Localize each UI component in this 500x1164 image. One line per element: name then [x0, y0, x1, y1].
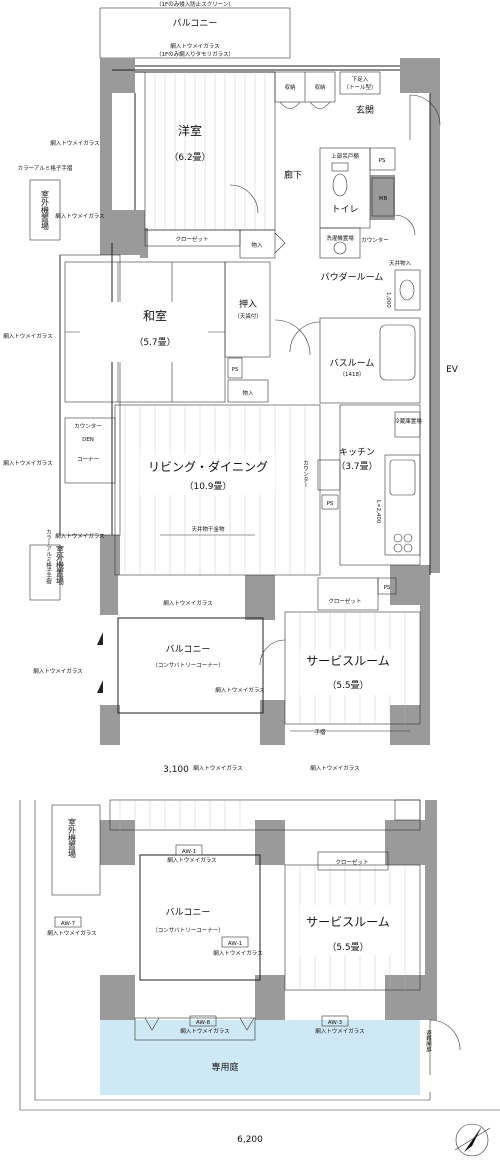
mb-label: MB [379, 196, 388, 202]
kitchen-label: キッチン [339, 447, 375, 458]
den-corner-label: コーナー [77, 456, 99, 463]
counter-1-label: カウンター [361, 236, 389, 244]
lower-balcony-note: （コンサバトリーコーナー） [152, 927, 223, 934]
japanese-room-size: （5.7畳） [134, 337, 175, 348]
private-garden-label: 専用庭 [211, 1061, 238, 1073]
aw8-label: AW-8 [196, 1020, 211, 1026]
kitchen-size: （3.7畳） [336, 461, 377, 472]
lower-service-room-size: （5.5畳） [327, 942, 368, 953]
shoe-closet-label: 下足入 [352, 76, 369, 83]
aw7-label: AW-7 [61, 921, 76, 927]
storage-1-label: 収納 [284, 83, 296, 91]
conservatory-note: （コンサバトリーコーナー） [152, 662, 223, 669]
service-room-label: サービスルーム [306, 654, 390, 668]
storage-4-label: 物入 [242, 389, 254, 397]
entrance-label: 玄関 [356, 104, 374, 116]
glass-aw3-label: 網入トウメイガラス [315, 1027, 364, 1035]
ps-3-label: PS [327, 501, 334, 507]
living-label: リビング・ダイニング [148, 459, 268, 474]
aw1-top-label: AW-1 [182, 849, 196, 855]
outdoor-unit-lower-label: 室外機置場 [68, 817, 77, 859]
service-room [284, 611, 421, 725]
top-balcony-note: （1Fのみ侵入防止スクリーン） [156, 0, 234, 8]
toilet-shelf-label: 上部吊戸棚 [331, 152, 359, 160]
kitchen-counter-label: カウンター [302, 460, 309, 488]
counter-2-label: カウンター [74, 422, 102, 430]
glass-top-note: （1Fのみ網入りタモリガラス） [156, 50, 234, 58]
ceiling-storage-label: 天井物入 [389, 259, 412, 267]
corridor-label: 廊下 [284, 169, 302, 181]
top-balcony-label: バルコニー [173, 18, 218, 29]
lower-service-room-label: サービスルーム [306, 915, 390, 929]
lower-service-room [284, 864, 421, 991]
western-room-size: （6.2畳） [169, 152, 210, 163]
dim-3100-label: 3,100 [163, 765, 189, 775]
glass-1-label: 網入トウメイガラス [167, 856, 216, 864]
glass-cons-top-label: 網入トウメイガラス [163, 599, 212, 607]
western-room [144, 71, 276, 231]
ceiling-hanger-label: 天井物干金物 [191, 525, 225, 533]
ev-label: EV [446, 365, 459, 375]
handrail-label: 手摺 [314, 728, 326, 736]
conservatory-balcony [117, 617, 264, 714]
lower-closet-label: クローゼット [335, 858, 368, 866]
glass-left-5-label: 網入トウメイガラス [55, 532, 104, 540]
laundry-label: 洗濯機置場 [326, 234, 354, 242]
living-size: （10.9畳） [184, 481, 231, 492]
kitchen-length-label: L=2,400 [375, 500, 381, 524]
toilet-room [319, 147, 371, 229]
oshiire-note: （天袋付） [234, 312, 262, 320]
glass-left-6-label: 網入トウメイガラス [33, 667, 82, 675]
closet-1-label: クローゼット [175, 235, 208, 243]
powder-room-label: パウダールーム [321, 271, 384, 283]
walls [100, 58, 440, 745]
kitchen [339, 404, 421, 566]
conservatory-balcony-label: バルコニー [166, 644, 211, 655]
glass-2-label: 網入トウメイガラス [213, 949, 262, 957]
outdoor-unit-2-label: 室外機置場 [56, 544, 65, 586]
closet-2-label: クローゼット [328, 597, 361, 605]
aw3-label: AW-3 [328, 1020, 343, 1026]
north-arrow-icon [454, 1123, 491, 1157]
fridge-label: 冷蔵庫置場 [394, 417, 422, 425]
storage-3-label: 物入 [251, 241, 263, 249]
glass-left-3-label: 網入トウメイガラス [3, 332, 52, 340]
walls-lower [100, 800, 437, 1020]
oshiire-label: 押入 [239, 298, 257, 310]
glass-cons-side-label: 網入トウメイガラス [215, 686, 264, 694]
lower-balcony-label: バルコニー [166, 907, 211, 918]
dim-6200-label: 6,200 [237, 1135, 263, 1145]
glass-bottom-1-label: 網入トウメイガラス [193, 764, 242, 772]
vanity-size-label: 1,000 [385, 292, 391, 308]
toilet-label: トイレ [331, 205, 358, 215]
top-balcony [99, 7, 291, 59]
glass-left-1-label: 網入トウメイガラス [50, 139, 99, 147]
den-label: DEN [82, 437, 94, 443]
bathroom-size: （1418） [340, 371, 365, 378]
outdoor-unit-1-label: 室外機置場 [41, 189, 50, 231]
gate-label: 避難開扉 [425, 1029, 432, 1054]
color-railing-2-label: カラーアルミ格子手摺 [45, 529, 52, 586]
shoe-closet-note: （トール型） [343, 83, 376, 91]
aw1-side-label: AW-1 [228, 941, 242, 947]
glass-left-4-label: 網入トウメイガラス [3, 459, 52, 467]
ps-2-label: PS [232, 367, 239, 373]
color-railing-1-label: カラーアルミ格子手摺 [18, 164, 73, 172]
glass-left-2-label: 網入トウメイガラス [55, 212, 104, 220]
private-garden [100, 1020, 420, 1095]
japanese-room-label: 和室 [143, 308, 167, 323]
glass-bottom-2-label: 網入トウメイガラス [310, 764, 359, 772]
bathroom-label: バスルーム [330, 358, 375, 369]
storage-2-label: 収納 [314, 83, 326, 91]
ps-1-label: PS [379, 158, 386, 164]
glass-aw7-label: 網入トウメイガラス [47, 929, 96, 937]
service-room-size: （5.5畳） [327, 680, 368, 691]
ps-4-label: PS [384, 585, 391, 591]
glass-top-label: 網入トウメイガラス [170, 42, 219, 50]
glass-aw8-label: 網入トウメイガラス [180, 1027, 229, 1035]
bathroom [319, 317, 421, 404]
western-room-label: 洋室 [178, 123, 202, 138]
